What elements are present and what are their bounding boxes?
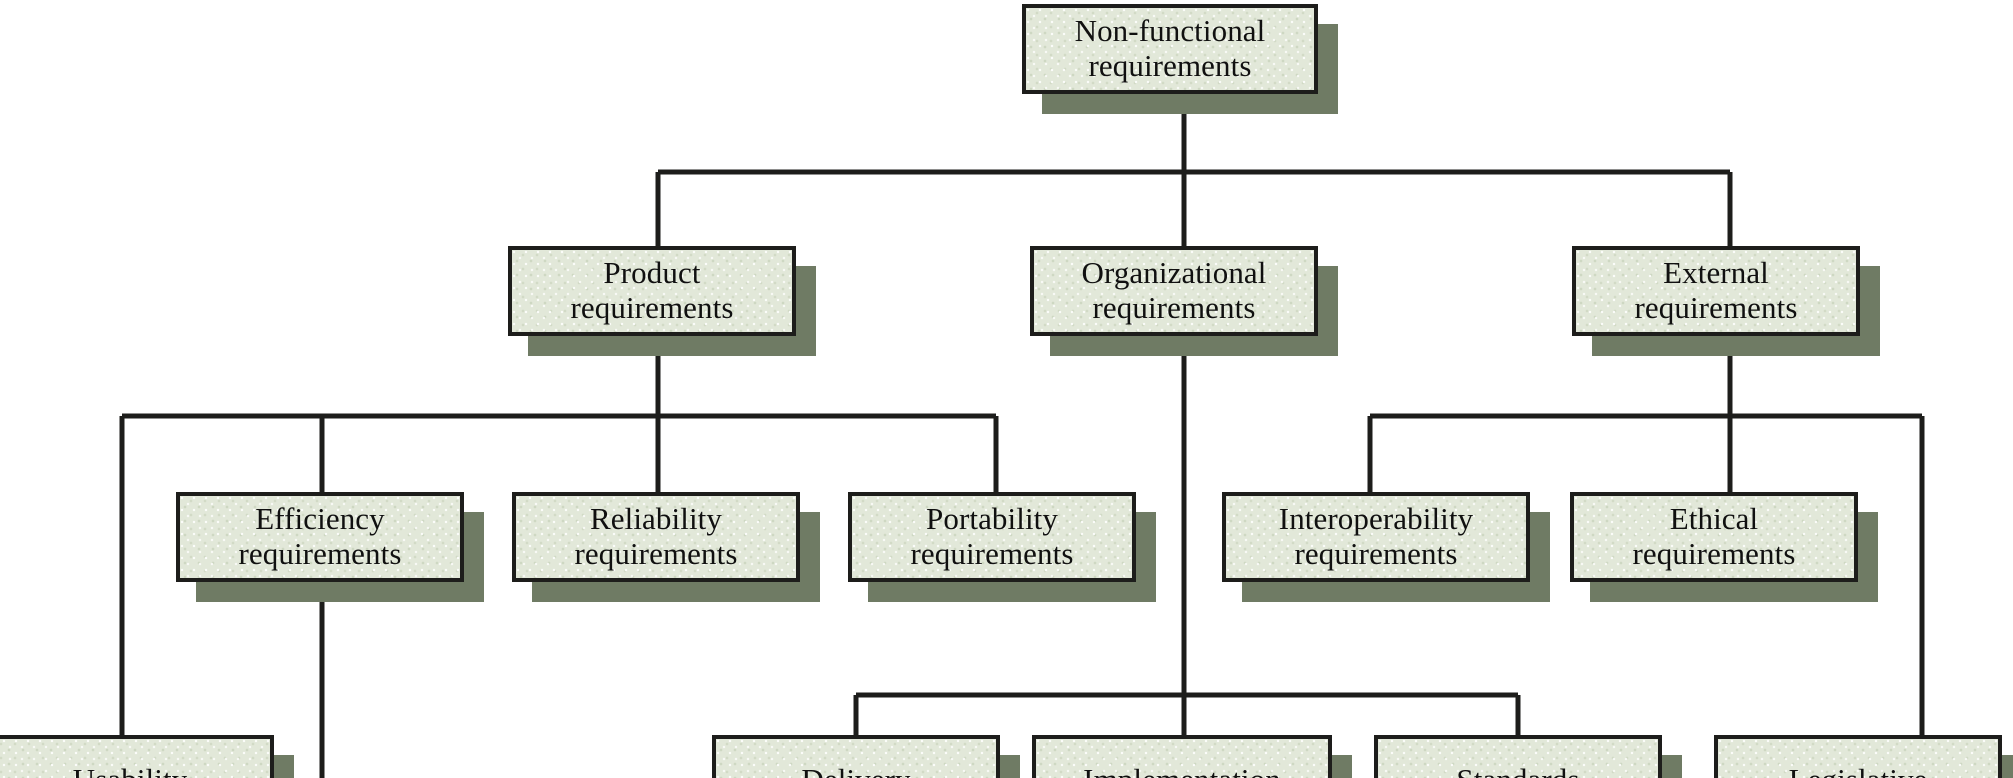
node-label-line1: Organizational — [1081, 255, 1267, 291]
node-product-requirements[interactable]: Product requirements — [508, 246, 796, 336]
node-label-line2: requirements — [910, 536, 1074, 571]
node-efficiency-requirements[interactable]: Efficiency requirements — [176, 492, 464, 582]
node-label-line1: Non-functional — [1074, 13, 1266, 49]
node-label-line2: requirements — [1634, 290, 1798, 325]
node-label-line1: Product — [603, 255, 701, 291]
node-legislative[interactable]: Legislative — [1714, 735, 2002, 778]
node-label-line1: External — [1663, 255, 1769, 291]
node-label-line1: Standards — [1378, 762, 1658, 778]
node-label-line1: Usability — [0, 762, 270, 778]
node-label-line2: requirements — [574, 536, 738, 571]
node-usability[interactable]: Usability — [0, 735, 274, 778]
node-label-line2: requirements — [1294, 536, 1458, 571]
node-label-line1: Ethical — [1669, 501, 1759, 537]
node-delivery[interactable]: Delivery — [712, 735, 1000, 778]
node-ethical-requirements[interactable]: Ethical requirements — [1570, 492, 1858, 582]
node-label-line1: Portability — [926, 501, 1058, 537]
node-label-line1: Efficiency — [255, 501, 385, 537]
node-external-requirements[interactable]: External requirements — [1572, 246, 1860, 336]
node-interoperability-requirements[interactable]: Interoperability requirements — [1222, 492, 1530, 582]
node-label-line1: Interoperability — [1278, 501, 1474, 537]
node-label-line1: Implementation — [1036, 762, 1328, 778]
node-label-line2: requirements — [570, 290, 734, 325]
node-reliability-requirements[interactable]: Reliability requirements — [512, 492, 800, 582]
node-label-line1: Legislative — [1718, 762, 1998, 778]
node-standards[interactable]: Standards — [1374, 735, 1662, 778]
node-implementation[interactable]: Implementation — [1032, 735, 1332, 778]
node-non-functional-requirements[interactable]: Non-functional requirements — [1022, 4, 1318, 94]
node-label-line2: requirements — [238, 536, 402, 571]
node-organizational-requirements[interactable]: Organizational requirements — [1030, 246, 1318, 336]
node-label-line2: requirements — [1092, 290, 1256, 325]
node-label-line1: Reliability — [590, 501, 722, 537]
node-label-line2: requirements — [1632, 536, 1796, 571]
node-portability-requirements[interactable]: Portability requirements — [848, 492, 1136, 582]
node-label-line2: requirements — [1088, 48, 1252, 83]
node-label-line1: Delivery — [716, 762, 996, 778]
